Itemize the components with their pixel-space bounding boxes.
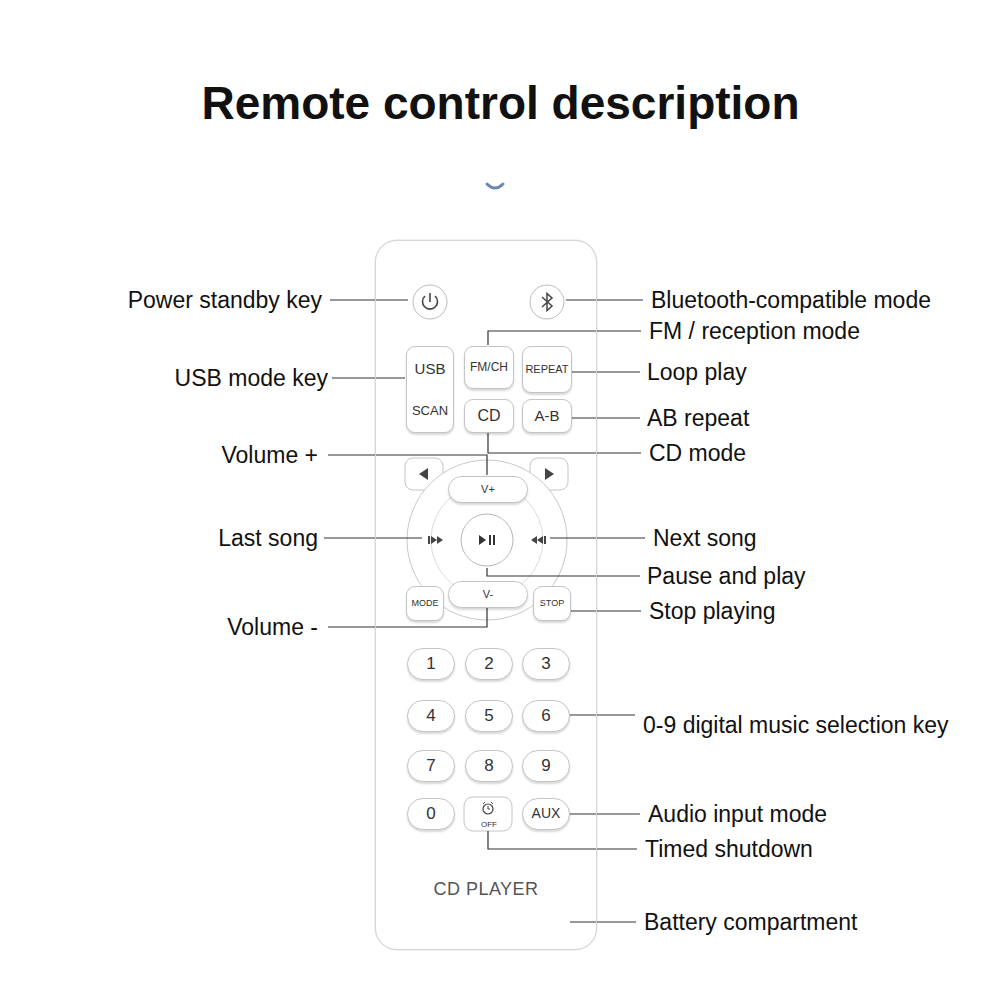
remote-button: 3 <box>522 648 570 680</box>
remote-button: AUX <box>522 798 570 830</box>
remote-button: 2 <box>465 648 513 680</box>
button-label: 0 <box>426 805 435 824</box>
callout-label: CD mode <box>649 439 746 467</box>
button-label: REPEAT <box>525 363 568 375</box>
callout-label: USB mode key <box>175 364 328 392</box>
device-name: CD PLAYER <box>376 879 596 900</box>
callout-label: Volume + <box>221 441 318 469</box>
callout-label: Battery compartment <box>644 908 857 936</box>
remote-button: 7 <box>407 750 455 782</box>
callout-label: Stop playing <box>649 597 776 625</box>
remote-button: FM/CH <box>464 346 514 389</box>
callout-label: Audio input mode <box>648 800 827 828</box>
button-label: 8 <box>484 757 493 776</box>
remote-button: MODE <box>406 586 444 621</box>
remote-body: CD PLAYER USB SCAN FM/CH REPEAT CD A-B V+ MODE V-… <box>375 240 597 950</box>
button-label: AUX <box>532 806 561 821</box>
button-label: V- <box>483 588 493 600</box>
remote-button: REPEAT <box>522 346 572 393</box>
remote-button: V- <box>448 581 528 608</box>
button-label: USB <box>415 361 446 378</box>
button-label: 5 <box>484 707 493 726</box>
button-label: MODE <box>412 599 439 609</box>
callout-label: FM / reception mode <box>649 317 860 345</box>
callout-label: Last song <box>218 524 318 552</box>
remote-button: 6 <box>522 700 570 732</box>
callout-label: AB repeat <box>647 404 749 432</box>
remote-button: 1 <box>407 648 455 680</box>
button-label: 9 <box>541 757 550 776</box>
callout-label: Loop play <box>647 358 747 386</box>
callout-label: Pause and play <box>647 562 806 590</box>
callout-label: Volume - <box>227 613 318 641</box>
button-label: OFF <box>481 821 497 830</box>
button-label: SCAN <box>412 404 448 418</box>
callout-label: Power standby key <box>128 286 322 314</box>
callout-label: 0-9 digital music selection key <box>643 711 983 739</box>
remote-button: 5 <box>465 700 513 732</box>
button-label: CD <box>477 407 500 425</box>
button-label: 2 <box>484 655 493 674</box>
remote-button: 8 <box>465 750 513 782</box>
remote-button: A-B <box>522 399 572 433</box>
button-label: STOP <box>540 599 564 609</box>
button-label: 1 <box>426 655 435 674</box>
remote-button: 4 <box>407 700 455 732</box>
callout-label: Timed shutdown <box>645 835 813 863</box>
button-label: FM/CH <box>470 361 508 374</box>
button-label: A-B <box>534 408 559 425</box>
callout-label: Bluetooth-compatible mode <box>651 286 931 314</box>
button-label: 3 <box>541 655 550 674</box>
remote-button: CD <box>464 399 514 433</box>
remote-button: OFF <box>465 798 513 832</box>
remote-button: V+ <box>448 476 528 503</box>
remote-button: STOP <box>533 586 571 621</box>
remote-button: USB SCAN <box>406 346 454 433</box>
button-label: V+ <box>481 483 495 495</box>
button-label: 7 <box>426 757 435 776</box>
button-label: 6 <box>541 707 550 726</box>
title: Remote control description <box>0 76 1001 130</box>
remote-button: 0 <box>407 798 455 830</box>
button-label: 4 <box>426 707 435 726</box>
remote-button: 9 <box>522 750 570 782</box>
callout-label: Next song <box>653 524 757 552</box>
